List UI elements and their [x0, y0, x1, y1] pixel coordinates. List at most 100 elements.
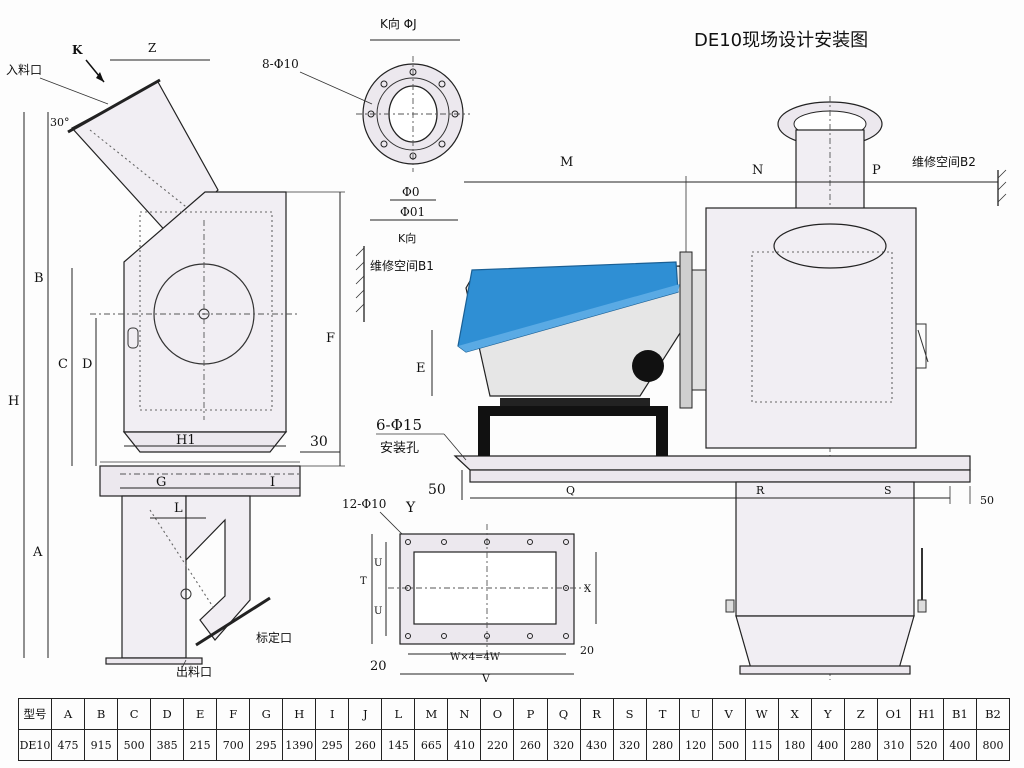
table-cell: DE10 — [17, 729, 53, 761]
holes-12-label: 12-Φ10 — [342, 497, 386, 511]
dim-v: V — [481, 672, 491, 685]
dim-l: L — [174, 501, 183, 516]
table-header-cell: F — [216, 698, 251, 730]
dim-e: E — [416, 361, 426, 376]
holes-8-label: 8-Φ10 — [262, 57, 299, 71]
table-cell: 180 — [777, 729, 812, 761]
table-cell: 410 — [447, 729, 482, 761]
table-cell: 115 — [744, 729, 779, 761]
table-header-cell: W — [744, 698, 779, 730]
dim-m: M — [560, 155, 573, 170]
drawing-title: DE10现场设计安装图 — [694, 30, 868, 51]
dim-50-left: 50 — [428, 482, 446, 498]
angle-label: 30° — [50, 116, 70, 129]
table-cell: 400 — [942, 729, 977, 761]
dim-z: Z — [148, 41, 156, 55]
table-header-cell: V — [711, 698, 746, 730]
table-cell: 800 — [975, 729, 1011, 761]
blue-hood — [457, 261, 679, 353]
table-header-cell: T — [645, 698, 680, 730]
table-cell: 500 — [711, 729, 746, 761]
dim-a: A — [32, 545, 43, 560]
dim-u-lower: U — [374, 606, 382, 617]
dim-h: H — [8, 394, 19, 409]
k-view: K向 ΦJ 8-Φ10 Φ0 Φ01 K向 维修空间B1 — [262, 16, 470, 322]
dim-p: P — [872, 163, 881, 178]
table-cell: 320 — [612, 729, 647, 761]
inlet-label: 入料口 — [6, 63, 42, 77]
table-header-cell: I — [315, 698, 350, 730]
main-case — [705, 207, 917, 449]
dim-h1: H1 — [176, 433, 196, 448]
table-cell: 520 — [909, 729, 944, 761]
table-header-cell: S — [612, 698, 647, 730]
dim-d: D — [82, 357, 92, 372]
table-header-cell: C — [117, 698, 152, 730]
dim-c: C — [58, 357, 68, 372]
dim-f: F — [326, 331, 335, 346]
outlet-label: 出料口 — [176, 665, 212, 679]
table-header-cell: O1 — [876, 698, 911, 730]
table-header-cell: 型号 — [17, 698, 53, 730]
phi-o1-label: Φ01 — [400, 205, 425, 219]
table-header-cell: H — [282, 698, 317, 730]
phi-o-label: Φ0 — [402, 185, 419, 199]
table-cell: 260 — [348, 729, 383, 761]
dim-20-left: 20 — [370, 659, 387, 674]
table-header-cell: O — [480, 698, 515, 730]
table-header-cell: D — [150, 698, 185, 730]
table-cell: 700 — [216, 729, 251, 761]
table-header-cell: Y — [810, 698, 845, 730]
table-cell: 220 — [480, 729, 515, 761]
dim-q: Q — [566, 484, 575, 497]
table-header-cell: G — [249, 698, 284, 730]
dim-r: R — [756, 484, 765, 497]
maint-b2-label: 维修空间B2 — [912, 154, 976, 169]
table-header-cell: U — [678, 698, 713, 730]
table-header-cell: B — [84, 698, 119, 730]
dim-20-right: 20 — [580, 644, 594, 657]
table-cell: 120 — [678, 729, 713, 761]
y-label: Y — [405, 500, 416, 516]
table-header-cell: Z — [843, 698, 878, 730]
dim-30: 30 — [310, 434, 328, 450]
install-holes-label: 安装孔 — [380, 441, 419, 456]
table-cell: 500 — [117, 729, 152, 761]
dim-b: B — [34, 271, 44, 286]
maint-b1-label: 维修空间B1 — [370, 258, 434, 273]
table-header-cell: A — [51, 698, 86, 730]
dim-w: W×4=4W — [450, 652, 501, 663]
motor-frame — [478, 406, 668, 416]
dim-t: T — [360, 576, 367, 587]
base-plate — [453, 455, 971, 471]
table-cell: 280 — [843, 729, 878, 761]
motor-shaft-cap — [632, 350, 664, 382]
table-cell: 215 — [183, 729, 218, 761]
table-cell: 1390 — [282, 729, 317, 761]
y-view: 12-Φ10 Y T U U X W×4=4W V 20 20 — [342, 497, 597, 685]
table-cell: 320 — [546, 729, 581, 761]
table-cell: 385 — [150, 729, 185, 761]
k-arrow-label: K — [72, 43, 83, 57]
k-view-bottom-label: K向 — [398, 231, 416, 245]
table-cell: 430 — [579, 729, 614, 761]
holes-6-label: 6-Φ15 — [376, 416, 422, 434]
table-header-cell: B1 — [942, 698, 977, 730]
dim-50-right: 50 — [980, 494, 994, 507]
table-header-cell: P — [513, 698, 548, 730]
table-cell: 915 — [84, 729, 119, 761]
side-elevation-view: Z H B A C D F H1 G I L 30 入料口 30° K 标定口 … — [6, 41, 345, 679]
table-header-cell: H1 — [909, 698, 944, 730]
table-header-cell: E — [183, 698, 218, 730]
calibration-port-label: 标定口 — [256, 630, 292, 645]
table-header-cell: R — [579, 698, 614, 730]
outlet-chute — [121, 495, 187, 659]
dim-s: S — [884, 484, 892, 497]
table-cell: 260 — [513, 729, 548, 761]
table-header-cell: M — [414, 698, 449, 730]
table-cell: 280 — [645, 729, 680, 761]
